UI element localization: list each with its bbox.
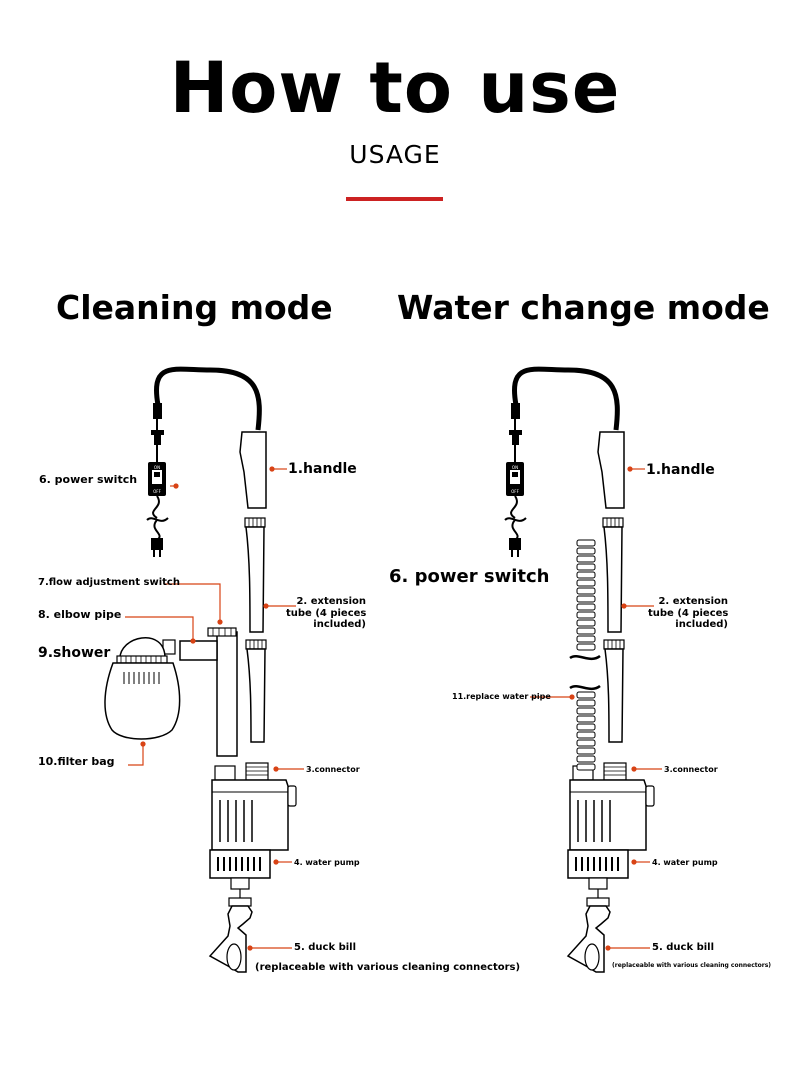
- label-extension-line1: 2. extension: [658, 596, 728, 607]
- label-connector: 3.connector: [664, 765, 718, 774]
- label-power-switch: 6. power switch: [389, 566, 550, 587]
- cleaning-mode-title: Cleaning mode: [56, 288, 333, 327]
- label-duck-bill-note: (replaceable with various cleaning conne…: [255, 962, 521, 973]
- page-subtitle: USAGE: [349, 140, 441, 169]
- label-duck-bill: 5. duck bill: [294, 942, 357, 953]
- title-divider: [346, 197, 443, 201]
- cleaning-leader-lines: [125, 466, 304, 951]
- label-duck-bill-note: (replaceable with various cleaning conne…: [612, 962, 772, 969]
- water-pipe-icon: [568, 538, 602, 772]
- cleaning-mode-diagram: ON OFF: [104, 369, 304, 973]
- shower-icon: [116, 627, 238, 757]
- label-connector: 3.connector: [306, 765, 360, 774]
- page-title: How to use: [169, 47, 621, 129]
- label-water-pump: 4. water pump: [294, 858, 360, 867]
- label-handle: 1.handle: [288, 461, 357, 477]
- label-extension-line2: tube (4 pieces: [648, 607, 729, 619]
- extension-tube-icon: [602, 517, 625, 743]
- label-extension-line3: included): [675, 619, 728, 630]
- water-pump-icon: [567, 762, 655, 973]
- label-extension-tube: 2. extension tube (4 pieces included): [286, 596, 366, 631]
- label-extension-line1: 2. extension: [296, 596, 366, 607]
- label-replace-water-pipe: 11.replace water pipe: [452, 692, 551, 701]
- label-extension-line2: tube (4 pieces: [286, 607, 367, 619]
- label-water-pump: 4. water pump: [652, 858, 718, 867]
- label-power-switch: 6. power switch: [39, 473, 138, 486]
- filter-bag-icon: [104, 662, 181, 740]
- label-filter-bag: 10.filter bag: [38, 755, 115, 768]
- handle-icon: [597, 431, 625, 509]
- label-duck-bill: 5. duck bill: [652, 942, 715, 953]
- switch-on-text: ON: [154, 465, 160, 470]
- label-flow-adjustment-switch: 7.flow adjustment switch: [38, 577, 180, 588]
- water-change-leader-lines: [530, 466, 662, 951]
- label-extension-tube: 2. extension tube (4 pieces included): [648, 596, 728, 631]
- switch-off-text: OFF: [153, 489, 161, 494]
- water-pump-icon: [209, 762, 297, 973]
- switch-off-text: OFF: [511, 489, 519, 494]
- extension-tube-icon: [244, 517, 267, 743]
- handle-icon: [239, 431, 267, 509]
- label-extension-line3: included): [313, 619, 366, 630]
- label-handle: 1.handle: [646, 462, 715, 478]
- water-change-mode-title: Water change mode: [397, 288, 770, 327]
- label-shower: 9.shower: [38, 645, 111, 661]
- water-change-mode-diagram: ON OFF: [505, 369, 662, 973]
- switch-on-text: ON: [512, 465, 518, 470]
- label-elbow-pipe: 8. elbow pipe: [38, 608, 122, 621]
